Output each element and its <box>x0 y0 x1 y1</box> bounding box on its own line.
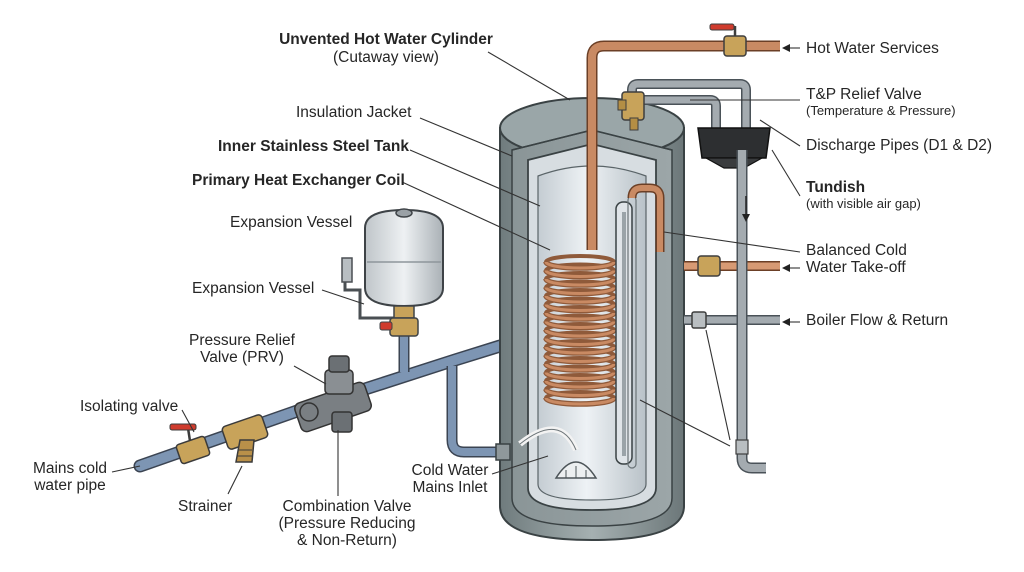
label-balanced-line1: Balanced Cold <box>806 242 907 259</box>
coil-turn-highlight <box>544 295 616 304</box>
label-combo-line1: Combination Valve <box>282 498 412 515</box>
isolating-valve <box>169 423 211 465</box>
boiler-pipes <box>627 183 780 329</box>
coil-turn-back <box>544 373 616 382</box>
coil-turn-highlight <box>544 337 616 346</box>
coil-turn-highlight <box>544 388 616 397</box>
coil-turn-highlight <box>544 397 616 406</box>
coil-turn-back <box>544 322 616 331</box>
label-tp-relief-valve: T&P Relief Valve <box>806 86 922 103</box>
label-inner-tank: Inner Stainless Steel Tank <box>218 138 409 155</box>
coil-turn-highlight <box>544 286 616 295</box>
hot-water-pipe <box>586 23 780 250</box>
label-heat-exchanger-coil: Primary Heat Exchanger Coil <box>192 172 405 189</box>
coil-turn-highlight <box>544 312 616 321</box>
coil-turn-highlight <box>544 354 616 363</box>
label-cold-inlet-line2: Mains Inlet <box>412 479 488 496</box>
coil-turn-back <box>544 356 616 365</box>
label-combo-line2: (Pressure Reducing <box>278 515 416 532</box>
coil-turn-back <box>544 313 616 323</box>
expansion-vessel <box>341 208 444 337</box>
coil-turn-back <box>544 296 616 306</box>
coil-turn-back <box>544 381 616 391</box>
coil-turn-back <box>544 390 616 399</box>
label-cold-inlet-line1: Cold Water <box>411 462 489 479</box>
label-expansion-vessel-bracket: Expansion Vessel <box>192 280 315 297</box>
label-expansion-vessel-top: Expansion Vessel <box>230 214 353 231</box>
coil-turn-back <box>544 364 616 374</box>
coil-turn-highlight <box>544 303 616 312</box>
label-prv-line1: Pressure Relief <box>189 332 295 349</box>
coil-turn-highlight <box>544 380 616 389</box>
label-isolating-valve: Isolating valve <box>80 398 179 415</box>
label-insulation-jacket: Insulation Jacket <box>296 104 412 121</box>
coil-turn-back <box>544 254 616 263</box>
tundish <box>697 127 771 474</box>
heat-exchanger-coil <box>543 254 617 407</box>
label-hot-water-services: Hot Water Services <box>806 40 939 57</box>
mains-pipe <box>133 330 508 473</box>
label-tp-relief-sub: (Temperature & Pressure) <box>806 103 956 118</box>
combination-valve <box>294 355 372 433</box>
coil-turn-highlight <box>544 363 616 372</box>
coil-turn-back <box>544 288 616 297</box>
label-prv-line2: Valve (PRV) <box>200 349 284 366</box>
label-boiler-flow-return: Boiler Flow & Return <box>806 312 949 329</box>
coil-turn-back <box>544 330 616 340</box>
label-cylinder-subtitle: (Cutaway view) <box>333 49 439 66</box>
strainer <box>221 414 269 463</box>
leader-arrows <box>782 44 790 326</box>
coil-turn-back <box>544 347 616 357</box>
coil-turn-highlight <box>544 371 616 380</box>
label-mains-pipe-line2: water pipe <box>34 477 106 494</box>
coil-turn-highlight <box>544 261 616 270</box>
coil-turn-highlight <box>544 269 616 278</box>
coil-turn-back <box>544 271 616 280</box>
label-mains-pipe-line1: Mains cold <box>32 460 108 477</box>
label-tundish: Tundish <box>806 179 866 196</box>
coil-turn-highlight <box>544 329 616 338</box>
label-tundish-sub: (with visible air gap) <box>806 196 921 211</box>
coil-turn-highlight <box>544 278 616 287</box>
label-combo-line3: & Non-Return) <box>297 532 397 549</box>
label-strainer: Strainer <box>178 498 233 515</box>
coil-turn-back <box>544 279 616 289</box>
coil-turn-highlight <box>544 320 616 329</box>
label-cylinder-title: Unvented Hot Water Cylinder <box>279 31 493 48</box>
coil-turn-highlight <box>544 346 616 355</box>
coil-turn-back <box>544 262 616 272</box>
coil-turn-back <box>544 305 616 314</box>
coil-turn-back <box>544 339 616 348</box>
leader-lines <box>111 47 801 496</box>
label-balanced-line2: Water Take-off <box>806 259 906 276</box>
label-discharge-pipes: Discharge Pipes (D1 & D2) <box>806 137 993 154</box>
